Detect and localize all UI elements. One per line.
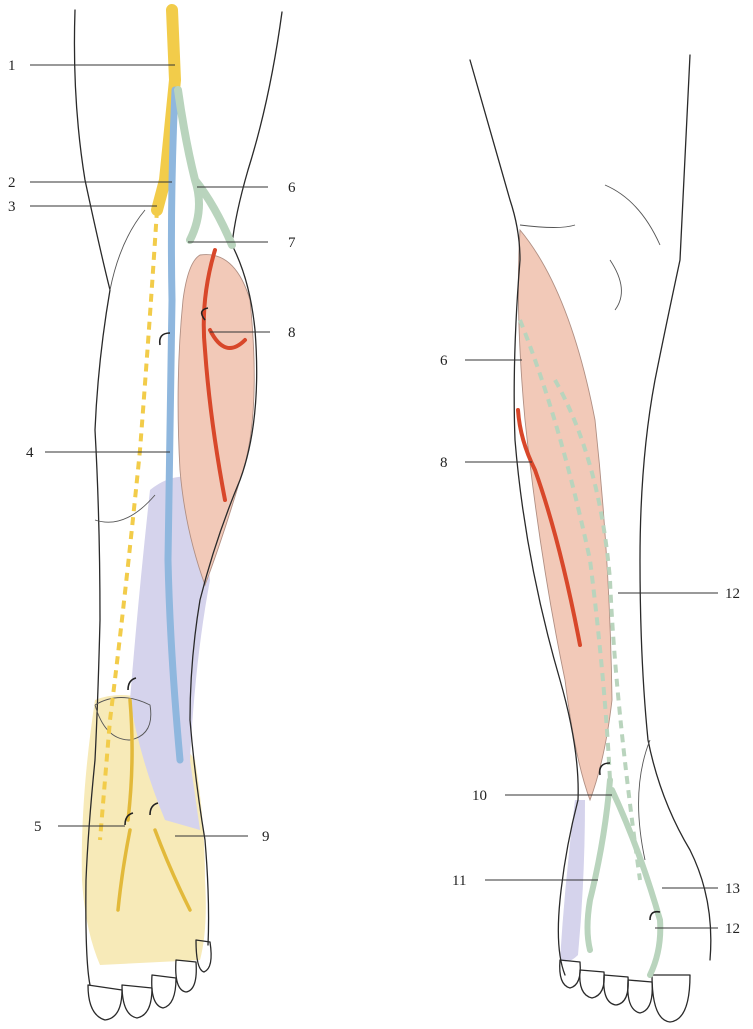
label-right-11: 11 — [452, 873, 466, 889]
label-left-7: 7 — [288, 235, 296, 251]
label-left-6: 6 — [288, 180, 296, 196]
label-left-4: 4 — [26, 445, 34, 461]
green-nerve-branch — [178, 90, 232, 245]
label-right-13: 13 — [725, 881, 740, 897]
right-ankle-line — [639, 740, 650, 860]
label-left-2: 2 — [8, 175, 16, 191]
label-right-8: 8 — [440, 455, 448, 471]
right-leg-view: 6 8 12 10 11 13 12 — [440, 55, 740, 1022]
label-right-6: 6 — [440, 353, 448, 369]
left-knee-line — [110, 210, 145, 290]
right-knee-curve — [520, 225, 575, 228]
label-left-5: 5 — [34, 819, 42, 835]
label-right-10: 10 — [472, 788, 487, 804]
label-right-12a: 12 — [725, 586, 740, 602]
label-left-9: 9 — [262, 829, 270, 845]
right-knee-fold — [610, 260, 621, 310]
dorsal-green-nerves — [588, 780, 661, 975]
label-left-3: 3 — [8, 199, 16, 215]
right-leg-lateral-outline — [640, 55, 711, 960]
label-right-12b: 12 — [725, 921, 740, 937]
left-shin-line — [95, 495, 155, 522]
right-toes — [560, 960, 690, 1022]
posterior-muscle — [518, 230, 612, 800]
label-left-1: 1 — [8, 58, 16, 74]
label-left-8: 8 — [288, 325, 296, 341]
right-patella-curve — [605, 185, 660, 245]
left-leg-view: 1 2 3 4 5 6 7 8 9 — [8, 10, 296, 1020]
